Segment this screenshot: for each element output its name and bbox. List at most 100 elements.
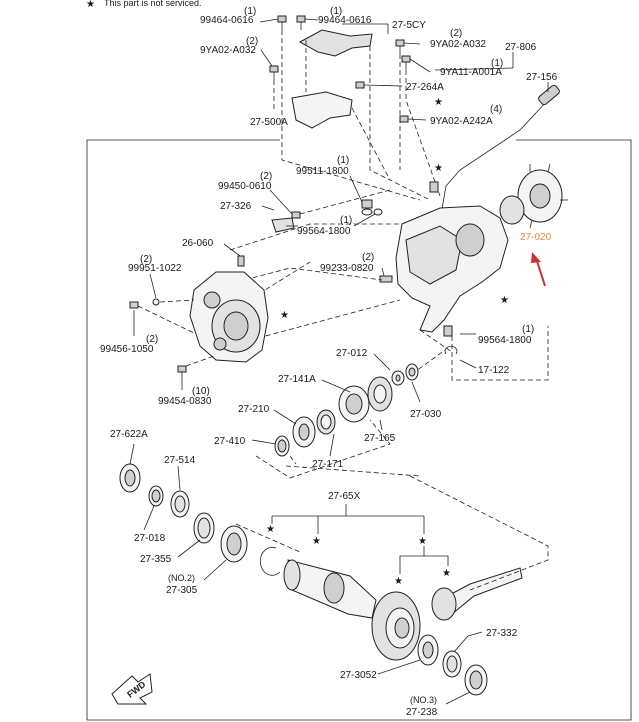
label-27-030: 27-030 bbox=[410, 409, 442, 420]
label-99564-1800-top: 99564-1800 bbox=[297, 226, 351, 237]
label-27-355: 27-355 bbox=[140, 554, 172, 565]
label-27-65x: 27-65X bbox=[328, 491, 361, 502]
washer-99951-1022 bbox=[152, 298, 160, 306]
label-27-171: 27-171 bbox=[312, 459, 344, 470]
label-27-410: 27-410 bbox=[214, 436, 246, 447]
not-serviced-star-icon: ★ bbox=[312, 536, 321, 547]
nut-99511-1800 bbox=[361, 199, 373, 216]
ring-27-018 bbox=[148, 485, 164, 507]
bolt-9ya02-a242a bbox=[399, 115, 409, 123]
flange bbox=[499, 163, 568, 229]
qty-9ya11-a001a: (1) bbox=[491, 58, 503, 69]
label-27-305: 27-305 bbox=[166, 585, 198, 596]
bolt-99464-0616-right bbox=[296, 15, 306, 30]
not-serviced-star-icon: ★ bbox=[418, 536, 427, 547]
ring-27-332 bbox=[442, 650, 462, 678]
fwd-arrow-icon bbox=[111, 673, 153, 705]
seal-27-030 bbox=[405, 363, 419, 381]
label-27-165: 27-165 bbox=[364, 433, 396, 444]
seal-27-012 bbox=[391, 370, 405, 386]
label-27-500a: 27-500A bbox=[250, 117, 288, 128]
not-serviced-star-icon: ★ bbox=[434, 163, 443, 174]
qty-99456-1050: (2) bbox=[146, 334, 158, 345]
label-99564-1800-bottom: 99564-1800 bbox=[478, 335, 532, 346]
label-27-514: 27-514 bbox=[164, 455, 196, 466]
input-shaft bbox=[283, 559, 377, 619]
label-99511-1800: 99511-1800 bbox=[296, 166, 349, 177]
not-serviced-star-icon: ★ bbox=[442, 568, 451, 579]
qty-9ya02-a032-left: (2) bbox=[246, 36, 258, 47]
label-99456-1050: 99456-1050 bbox=[100, 344, 154, 355]
seal-99564-1800 bbox=[373, 208, 383, 216]
label-99464-0616-right: 99464-0616 bbox=[318, 15, 372, 26]
bolt-99456-1050 bbox=[129, 301, 139, 309]
seal-27-410 bbox=[274, 435, 290, 457]
plug-99564-1800 bbox=[443, 325, 453, 337]
note-27-305: (NO.2) bbox=[168, 573, 195, 583]
label-9ya02-a242a: 9YA02-A242A bbox=[430, 116, 493, 127]
not-serviced-star-icon: ★ bbox=[434, 97, 443, 108]
assembly-frame bbox=[86, 139, 632, 721]
ring-gear bbox=[371, 591, 421, 661]
highlight-arrow bbox=[531, 252, 546, 287]
snap-ring bbox=[259, 546, 281, 576]
label-9ya02-a032-right: 9YA02-A032 bbox=[430, 39, 486, 50]
bearing-27-141a bbox=[338, 385, 370, 423]
not-serviced-star-icon: ★ bbox=[280, 310, 289, 321]
bolt-9ya02-a032-left bbox=[269, 65, 279, 80]
cable-27-156 bbox=[439, 99, 549, 221]
label-99454-0830: 99454-0830 bbox=[158, 396, 212, 407]
label-27-210: 27-210 bbox=[238, 404, 270, 415]
bracket-27-5cy bbox=[298, 29, 373, 57]
label-27-5cy: 27-5CY bbox=[392, 20, 426, 31]
label-27-806: 27-806 bbox=[505, 42, 537, 53]
bearing-27-210 bbox=[292, 416, 316, 448]
label-27-141a: 27-141A bbox=[278, 374, 316, 385]
label-27-622a: 27-622A bbox=[110, 429, 148, 440]
not-serviced-star-icon: ★ bbox=[500, 295, 509, 306]
bolt-27-264a bbox=[355, 81, 365, 89]
legend-text: This part is not serviced. bbox=[104, 0, 202, 8]
qty-99564-1800-bottom: (1) bbox=[522, 324, 534, 335]
bearing-27-238 bbox=[464, 664, 488, 696]
qty-99450-0610: (2) bbox=[260, 171, 272, 182]
ring-27-355 bbox=[193, 512, 215, 544]
bearing-27-3052 bbox=[417, 634, 439, 666]
label-9ya02-a032-left: 9YA02-A032 bbox=[200, 45, 256, 56]
qty-99233-0820: (2) bbox=[362, 252, 374, 263]
qty-99464-0616-right: (1) bbox=[330, 6, 342, 17]
note-27-238: (NO.3) bbox=[410, 695, 437, 705]
label-26-060: 26-060 bbox=[182, 238, 214, 249]
not-serviced-star-icon: ★ bbox=[394, 576, 403, 587]
bolt-9ya11-a001a bbox=[401, 55, 411, 70]
label-9ya11-a001a: 9YA11-A001A bbox=[440, 67, 502, 78]
pinion-gear bbox=[431, 567, 523, 621]
qty-99511-1800: (1) bbox=[337, 155, 349, 166]
seal-27-622a bbox=[119, 463, 141, 493]
bolt-9ya02-a032-right bbox=[395, 39, 405, 54]
label-27-020: 27-020 bbox=[520, 232, 552, 243]
bracket-27-326 bbox=[271, 217, 295, 233]
qty-99454-0830: (10) bbox=[192, 386, 210, 397]
not-serviced-star-icon: ★ bbox=[266, 524, 275, 535]
label-27-326: 27-326 bbox=[220, 201, 252, 212]
plug bbox=[429, 181, 439, 193]
label-27-156: 27-156 bbox=[526, 72, 558, 83]
bolt-99450-0610 bbox=[291, 211, 301, 219]
label-17-122: 17-122 bbox=[478, 365, 510, 376]
bolt-99454-0830 bbox=[177, 365, 187, 382]
bracket-lower bbox=[291, 91, 353, 129]
label-99951-1022: 99951-1022 bbox=[128, 263, 182, 274]
label-99464-0616-left: 99464-0616 bbox=[200, 15, 254, 26]
bolt-99233-0820 bbox=[379, 275, 393, 283]
qty-99464-0616-left: (1) bbox=[244, 6, 256, 17]
bearing-27-305 bbox=[220, 525, 248, 563]
ring-27-514 bbox=[170, 490, 190, 518]
label-27-012: 27-012 bbox=[336, 348, 368, 359]
clip-17-122 bbox=[444, 345, 458, 355]
bolt-99464-0616-left bbox=[277, 15, 287, 30]
breather-26-060 bbox=[237, 255, 245, 267]
qty-99951-1022: (2) bbox=[140, 254, 152, 265]
qty-9ya02-a032-right: (2) bbox=[450, 28, 462, 39]
label-27-018: 27-018 bbox=[134, 533, 166, 544]
